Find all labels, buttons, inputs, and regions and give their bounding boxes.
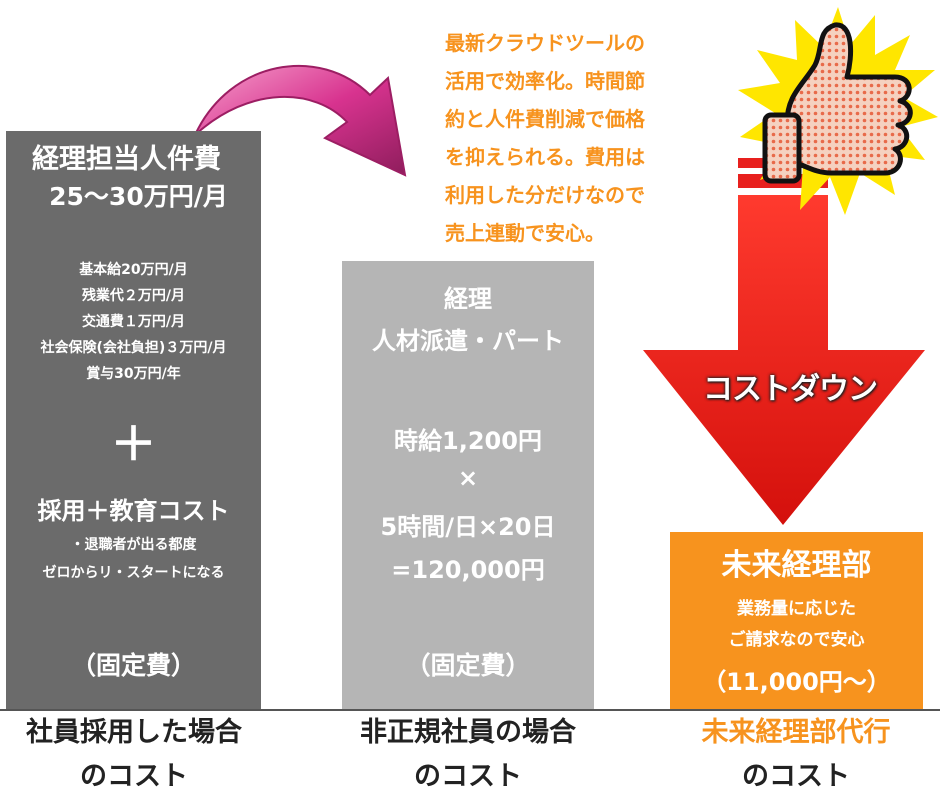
caption-line: 社員採用した場合 [26,717,242,748]
cost-item: 基本給20万円/月 [79,262,188,278]
cost-down-label: コストダウン [703,372,878,407]
callout-line: 売上連動で安心。 [445,221,605,245]
recruit-note: ゼロからリ・スタートになる [42,565,225,581]
caption-parttime: 非正規社員の場合 のコスト [330,711,606,799]
callout-text: 最新クラウドツールの 活用で効率化。時間節 約と人件費削減で価格 を抑えられる。… [445,24,715,252]
service-line: 業務量に応じた [737,599,856,619]
callout-line: 利用した分だけなので [445,183,645,207]
recruit-note: ・退職者が出る都度 [70,537,197,553]
cost-item: 残業代２万円/月 [81,288,186,304]
multiply-sign: × [457,464,479,492]
caption-line: のコスト [414,761,522,792]
plus-icon: ＋ [110,417,157,471]
cost-item: 賞与30万円/年 [86,366,181,382]
cost-item: 社会保険(会社負担)３万円/月 [40,340,227,356]
parttime-line: 経理 [444,285,492,313]
caption-line: のコスト [742,761,850,792]
caption-line: 非正規社員の場合 [360,717,576,748]
caption-line: 未来経理部代行 [701,717,891,748]
hourly-wage: 時給1,200円 [394,427,542,455]
caption-employee: 社員採用した場合 のコスト [0,711,268,799]
curved-arrow-icon [194,64,407,177]
employee-cost-column: 経理担当人件費 25〜30万円/月 基本給20万円/月 残業代２万円/月 交通費… [6,131,261,709]
cost-item: 交通費１万円/月 [81,314,186,330]
monthly-total: =120,000円 [391,556,545,584]
fixed-cost-label: （固定費） [405,651,531,680]
service-line: ご請求なので安心 [728,630,865,650]
callout-line: 約と人件費削減で価格 [445,107,645,131]
caption-line: のコスト [80,761,188,792]
recruit-cost-title: 採用＋教育コスト [37,497,230,525]
baseline-divider [0,709,940,711]
fixed-cost-label: （固定費） [70,651,196,680]
hours-calc: 5時間/日×20日 [380,513,556,541]
employee-cost-title: 経理担当人件費 [32,144,221,175]
callout-line: を抑えられる。費用は [445,145,645,169]
employee-cost-amount: 25〜30万円/月 [49,182,228,211]
callout-line: 最新クラウドツールの [445,31,645,55]
service-cost-column: 未来経理部 業務量に応じた ご請求なので安心 （11,000円〜） [670,532,923,709]
service-title: 未来経理部 [721,548,872,583]
service-price: （11,000円〜） [702,668,891,696]
thumbs-up-icon [738,7,938,215]
parttime-cost-column: 経理 人材派遣・パート 時給1,200円 × 5時間/日×20日 =120,00… [342,261,594,709]
callout-line: 活用で効率化。時間節 [445,69,645,93]
parttime-line: 人材派遣・パート [372,327,564,355]
caption-service: 未来経理部代行 のコスト [660,711,932,799]
